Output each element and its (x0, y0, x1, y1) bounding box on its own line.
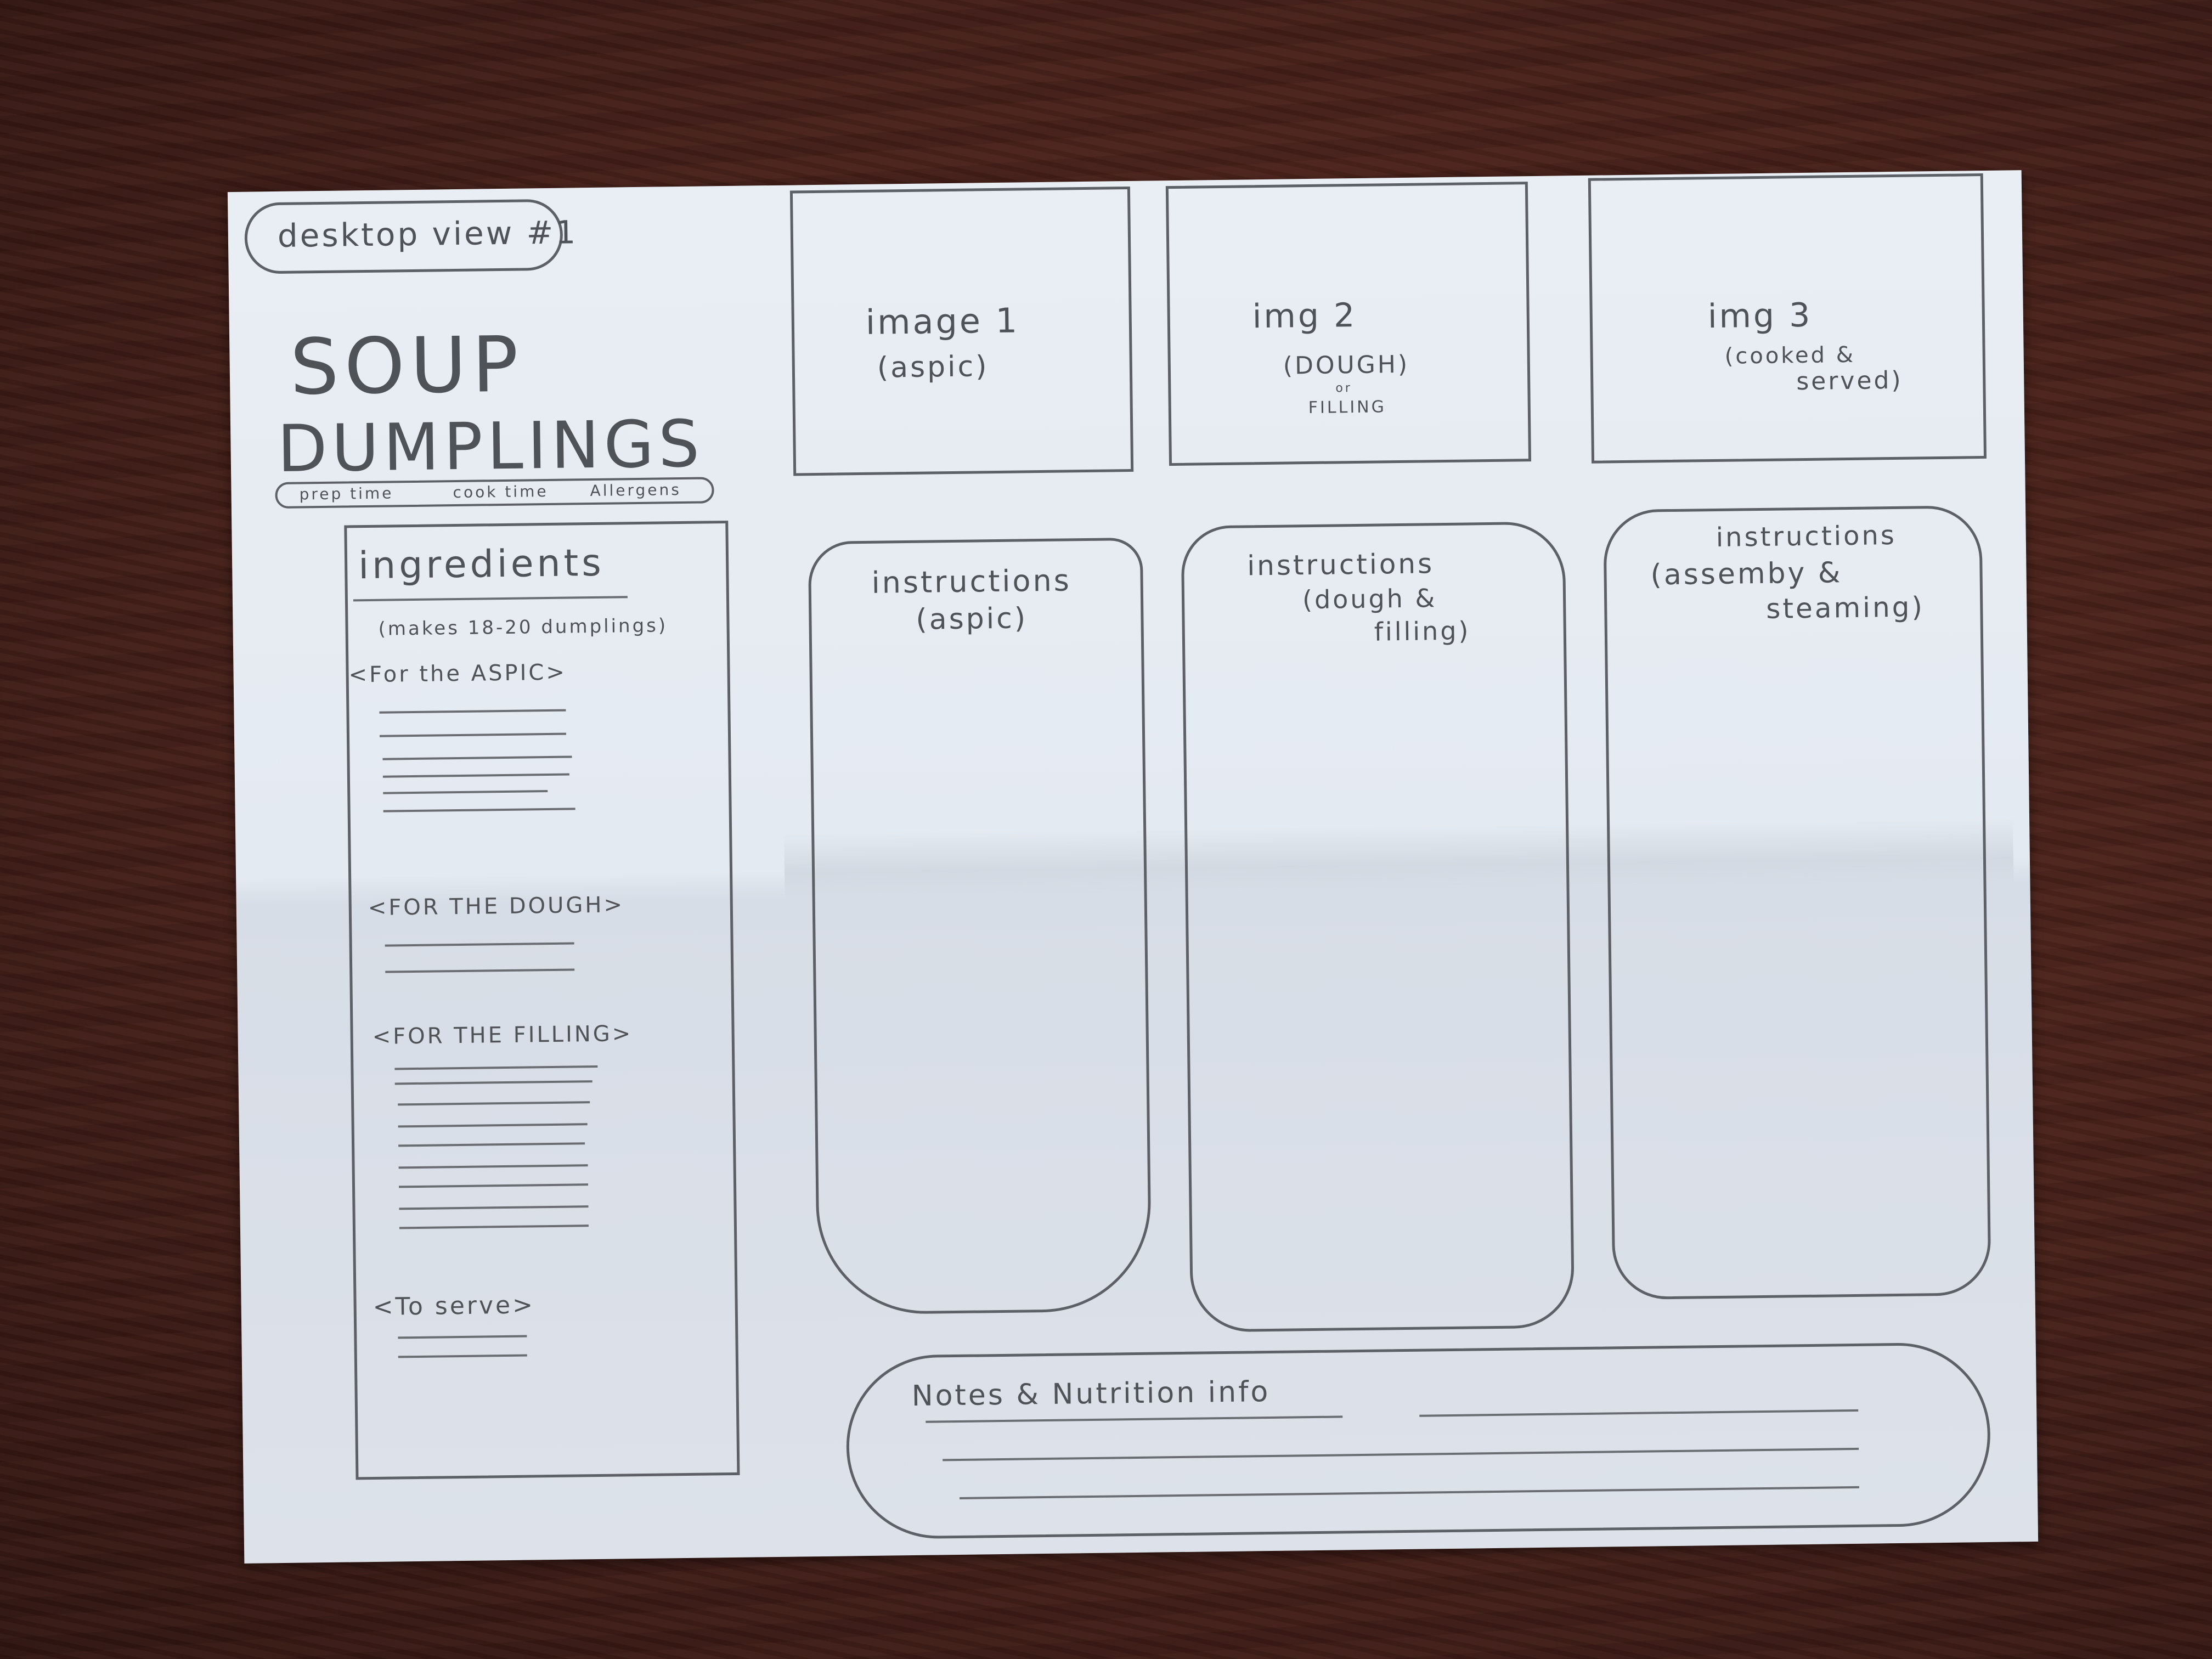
instructions-3-title: instructions (1716, 520, 1897, 553)
paper-sketch: desktop view #1 SOUP DUMPLINGS prep time… (227, 170, 2039, 1564)
placeholder-line (398, 1164, 588, 1169)
instructions-panel-assembly: instructions (assemby & steaming) (1603, 505, 1991, 1300)
instructions-panel-dough-filling: instructions (dough & filling) (1181, 521, 1575, 1333)
image-2-subtitle: (DOUGH) (1283, 350, 1410, 380)
recipe-title-line2: DUMPLINGS (276, 405, 704, 487)
instructions-3-subtitle-2: steaming) (1765, 591, 1925, 625)
placeholder-line (383, 790, 548, 794)
placeholder-line (398, 1123, 588, 1128)
instructions-1-subtitle: (aspic) (916, 602, 1028, 636)
instructions-2-title: instructions (1246, 548, 1435, 582)
image-2-or: or (1335, 381, 1353, 396)
notes-title: Notes & Nutrition info (911, 1375, 1271, 1413)
placeholder-line (960, 1486, 1859, 1499)
serve-section-label: <To serve> (373, 1291, 535, 1321)
placeholder-line (379, 732, 566, 737)
instructions-3-subtitle: (assemby & (1650, 556, 1843, 592)
ingredients-heading: ingredients (358, 541, 605, 588)
image-2-title: img 2 (1252, 296, 1357, 336)
placeholder-line (383, 808, 575, 812)
placeholder-line (399, 1224, 589, 1229)
image-placeholder-3: img 3 (cooked & served) (1588, 173, 1987, 464)
view-label-text: desktop view #1 (277, 213, 578, 255)
image-placeholder-2: img 2 (DOUGH) or FILLING (1165, 182, 1532, 466)
placeholder-line (382, 755, 572, 760)
allergens-label: Allergens (590, 481, 682, 500)
cook-time-label: cook time (453, 482, 549, 502)
placeholder-line (394, 1065, 598, 1070)
ingredients-panel: ingredients (makes 18-20 dumplings) <For… (344, 520, 740, 1480)
instructions-2-subtitle-2: filling) (1374, 616, 1471, 647)
image-2-subtitle-2: FILLING (1308, 397, 1387, 418)
prep-time-label: prep time (299, 484, 394, 504)
image-placeholder-1: image 1 (aspic) (789, 186, 1134, 476)
placeholder-line (399, 1183, 589, 1188)
recipe-meta-bar: prep time cook time Allergens (275, 477, 714, 509)
instructions-2-subtitle: (dough & (1302, 583, 1437, 615)
aspic-section-label: <For the ASPIC> (348, 659, 567, 688)
notes-panel: Notes & Nutrition info (845, 1341, 1991, 1540)
image-1-subtitle: (aspic) (877, 350, 989, 385)
placeholder-line (1419, 1409, 1859, 1417)
heading-underline (353, 596, 628, 602)
placeholder-line (398, 1335, 527, 1339)
placeholder-line (398, 1142, 585, 1147)
placeholder-line (926, 1415, 1343, 1423)
placeholder-line (398, 1354, 527, 1358)
placeholder-line (382, 773, 569, 778)
placeholder-line (385, 968, 575, 973)
instructions-panel-aspic: instructions (aspic) (808, 537, 1152, 1316)
image-3-subtitle-2: served) (1796, 366, 1903, 396)
image-1-title: image 1 (865, 300, 1020, 342)
recipe-title-line1: SOUP (289, 320, 524, 413)
ingredients-yield: (makes 18-20 dumplings) (378, 614, 668, 640)
placeholder-line (399, 1205, 589, 1210)
view-label-badge: desktop view #1 (244, 199, 578, 274)
placeholder-line (943, 1447, 1859, 1462)
dough-section-label: <FOR THE DOUGH> (368, 892, 625, 921)
filling-section-label: <FOR THE FILLING> (372, 1021, 633, 1049)
placeholder-line (385, 942, 574, 947)
instructions-1-title: instructions (871, 563, 1072, 600)
image-3-subtitle: (cooked & (1724, 342, 1856, 369)
placeholder-line (379, 709, 566, 714)
image-3-title: img 3 (1707, 296, 1813, 336)
placeholder-line (398, 1101, 590, 1106)
placeholder-line (394, 1080, 592, 1085)
